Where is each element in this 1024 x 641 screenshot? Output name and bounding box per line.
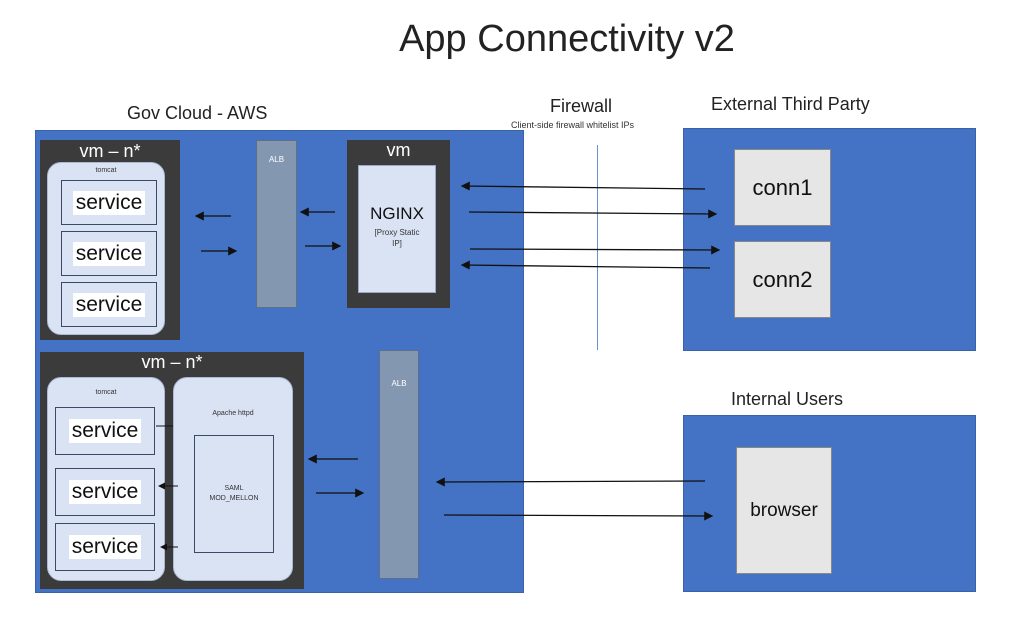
- nginx-note: [Proxy Static IP]: [374, 228, 420, 248]
- vm-top-label: vm – n*: [79, 141, 141, 161]
- service-label: service: [68, 480, 142, 504]
- service-box: service: [61, 180, 157, 225]
- browser-label: browser: [750, 499, 818, 521]
- service-label: service: [72, 190, 146, 215]
- nginx-label: NGINX: [370, 204, 424, 223]
- service-box: service: [55, 523, 155, 571]
- conn1-box: conn1: [734, 149, 831, 226]
- nginx-proxy: NGINX [Proxy Static IP]: [358, 165, 436, 293]
- conn2-label: conn2: [752, 266, 813, 292]
- firewall-note: Client-side firewall whitelist IPs: [511, 120, 635, 130]
- service-label: service: [68, 535, 142, 559]
- external-third-party-label: External Third Party: [711, 94, 870, 114]
- service-label: service: [68, 419, 142, 443]
- arrow: [469, 245, 721, 255]
- internal-users-label: Internal Users: [731, 389, 844, 409]
- alb-bottom: ALB: [379, 350, 419, 579]
- alb-top: ALB: [256, 140, 297, 308]
- tomcat-top-label: tomcat: [95, 167, 117, 174]
- firewall-label: Firewall: [550, 96, 613, 116]
- service-box: service: [55, 407, 155, 455]
- alb-top-label: ALB: [268, 155, 285, 164]
- gov-cloud-label: Gov Cloud - AWS: [127, 103, 268, 123]
- arrow: [460, 181, 706, 191]
- browser-box: browser: [736, 447, 832, 574]
- arrow: [468, 209, 718, 219]
- alb-bottom-label: ALB: [391, 379, 407, 388]
- service-box: service: [61, 231, 157, 276]
- arrow: [435, 477, 706, 487]
- conn2-box: conn2: [734, 241, 831, 318]
- conn1-label: conn1: [752, 174, 813, 200]
- apache-label: Apache httpd: [212, 410, 254, 417]
- diagram-title: App Connectivity v2: [399, 18, 735, 60]
- vm-bottom-label: vm – n*: [141, 352, 203, 372]
- saml-label: SAML MOD_MELLON: [209, 485, 259, 502]
- saml-module: SAML MOD_MELLON: [194, 435, 274, 553]
- firewall-line: [597, 145, 598, 350]
- arrow: [443, 511, 714, 521]
- service-box: service: [61, 282, 157, 327]
- service-label: service: [72, 241, 146, 266]
- service-box: service: [55, 468, 155, 516]
- service-label: service: [72, 292, 146, 317]
- arrow: [460, 260, 711, 270]
- vm-nginx-label: vm: [386, 140, 411, 160]
- tomcat-bottom-label: tomcat: [95, 389, 117, 396]
